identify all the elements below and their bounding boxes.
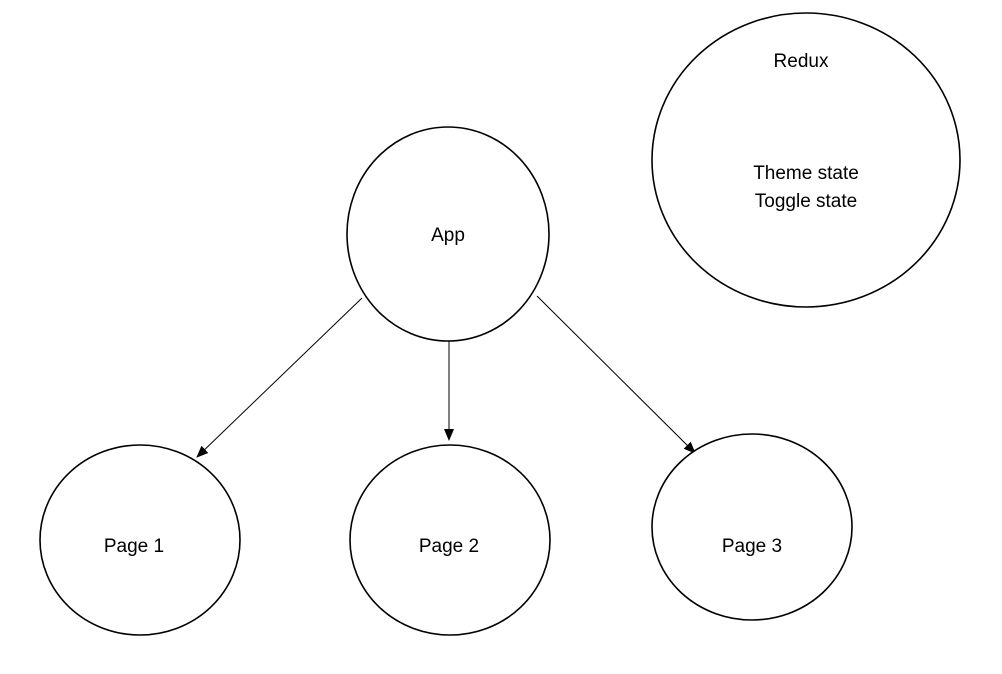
redux-title: Redux (774, 51, 829, 72)
page1-label: Page 1 (104, 536, 164, 557)
page2-node: Page 2 (349, 444, 551, 636)
page2-label: Page 2 (419, 536, 479, 557)
app-node: App (346, 126, 550, 342)
page3-label: Page 3 (722, 536, 782, 557)
page2-circle (349, 444, 551, 636)
app-label: App (431, 225, 465, 246)
page1-node: Page 1 (39, 444, 241, 636)
page3-node: Page 3 (651, 433, 853, 621)
page3-circle (651, 433, 853, 621)
redux-theme-state: Theme state (753, 163, 859, 184)
edge-app-to-page3 (536, 295, 696, 454)
app-circle (346, 126, 550, 342)
redux-toggle-state: Toggle state (755, 191, 857, 212)
redux-circle (651, 12, 961, 308)
page1-circle (39, 444, 241, 636)
redux-node: Redux Theme state Toggle state (651, 12, 961, 308)
edge-app-to-page1 (196, 297, 363, 458)
